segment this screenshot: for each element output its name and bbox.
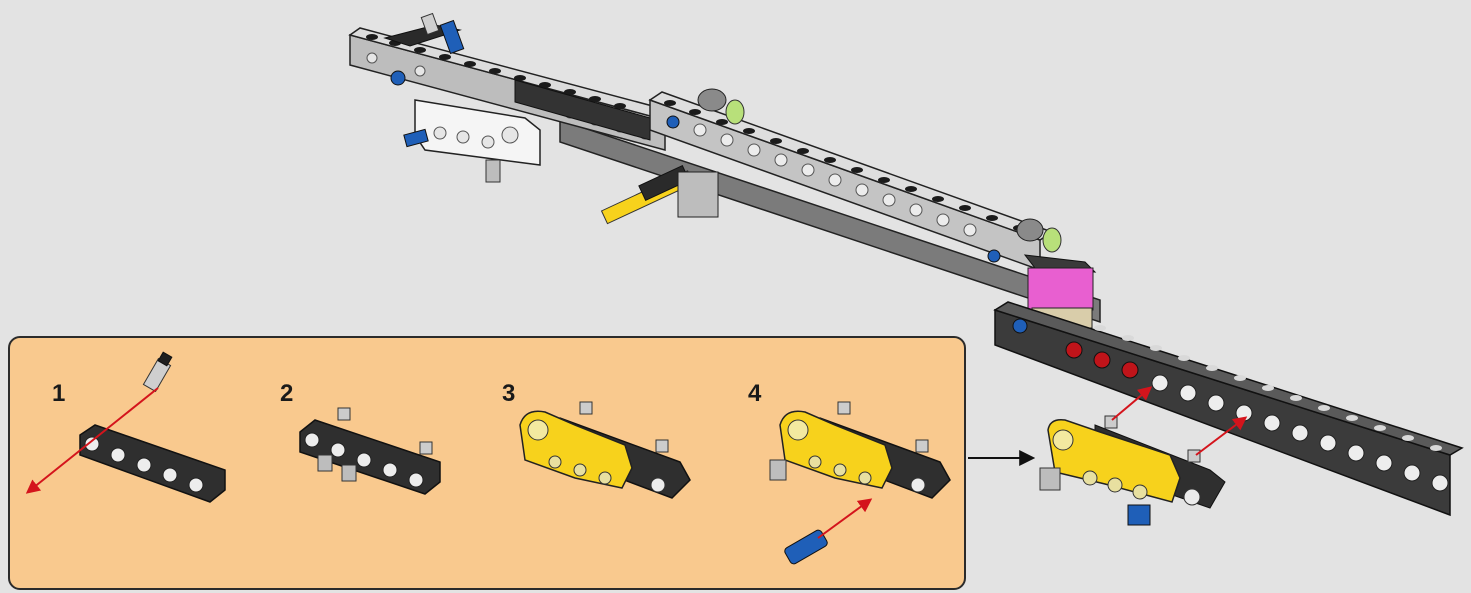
- step-1-diagram: [25, 351, 226, 503]
- red-pin: [1065, 341, 1083, 359]
- main-assembly: [348, 12, 1464, 517]
- insert-arrow-icon: [1111, 386, 1153, 421]
- yellow-axle: [600, 164, 719, 225]
- red-pin: [1121, 361, 1139, 379]
- gear-right: [1016, 218, 1044, 242]
- step-number-4: 4: [748, 380, 762, 407]
- red-pin: [1093, 351, 1111, 369]
- blue-axle-pin: [439, 19, 465, 55]
- blue-pin: [390, 70, 406, 86]
- result-subassembly: [1039, 386, 1248, 526]
- main-gray-beam: [648, 91, 1054, 272]
- insert-arrow-icon: [817, 498, 873, 539]
- white-bracket: [403, 99, 541, 183]
- magenta-block: [1023, 254, 1097, 329]
- step-2-diagram: [299, 407, 441, 495]
- insert-arrow-icon: [25, 387, 159, 494]
- step-number-1: 1: [52, 380, 66, 407]
- step-number-3: 3: [502, 380, 516, 407]
- gear-left: [697, 88, 727, 112]
- step-4-diagram: [769, 401, 951, 565]
- underside-beam: [559, 118, 1101, 324]
- step-3-diagram: [519, 401, 691, 499]
- right-dark-beam: [993, 301, 1464, 517]
- blue-pin: [784, 529, 828, 565]
- insert-arrow-icon: [1195, 416, 1248, 456]
- step-number-2: 2: [280, 380, 294, 407]
